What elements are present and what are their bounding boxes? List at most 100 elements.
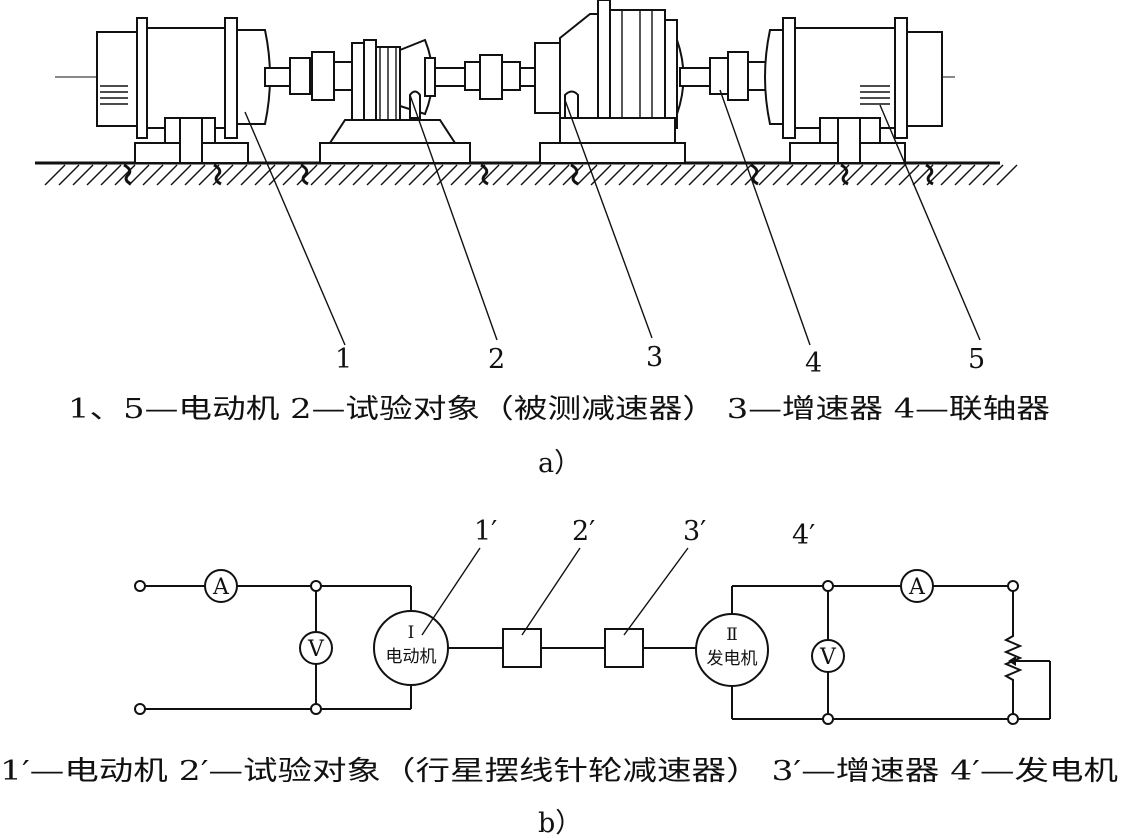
- hatch-line: [618, 164, 640, 186]
- callout-5: 5: [968, 344, 985, 375]
- hatch-line: [800, 164, 822, 186]
- anchor-bolt: [123, 163, 132, 186]
- hatch-line: [128, 164, 150, 186]
- hatch-line: [856, 164, 878, 186]
- callout-1: 1: [335, 344, 352, 375]
- hatch-line: [366, 164, 388, 186]
- part-a-leader-lines: [244, 89, 981, 346]
- ammeter-right: [900, 569, 934, 603]
- hatch-line: [58, 164, 80, 186]
- hatch-line: [408, 164, 430, 186]
- motor-label: 电动机: [386, 647, 437, 667]
- voltmeter-left: [299, 631, 333, 665]
- junction-node: [310, 703, 322, 715]
- hatch-line: [394, 164, 416, 186]
- callout-4-prime: 4′: [792, 520, 815, 551]
- hatch-line: [170, 164, 192, 186]
- hatch-line: [422, 164, 444, 186]
- hatch-line: [534, 164, 556, 186]
- hatch-line: [954, 164, 976, 186]
- hatch-line: [142, 164, 164, 186]
- part-a-sublabel: a）: [538, 448, 581, 479]
- junction-node: [822, 580, 834, 592]
- motor-1-drawing: [96, 17, 271, 164]
- part-a-rig-drawing: [35, 0, 1018, 346]
- callout-2-prime: 2′: [572, 516, 595, 547]
- part-b-caption: 1′—电动机 2′—试验对象（行星摆线针轮减速器） 3′—增速器 4′—发电机: [0, 756, 1118, 787]
- callout-3-prime: 3′: [683, 516, 706, 547]
- hatch-line: [758, 164, 780, 186]
- hatch-line: [968, 164, 990, 186]
- hatch-line: [632, 164, 654, 186]
- hatch-line: [716, 164, 738, 186]
- generator-roman-numeral: Ⅱ: [726, 625, 738, 645]
- hatch-line: [324, 164, 346, 186]
- hatch-line: [156, 164, 178, 186]
- hatch-line: [240, 164, 262, 186]
- ammeter-left: [204, 569, 238, 603]
- junction-node: [310, 580, 322, 592]
- callout-2: 2: [488, 344, 505, 375]
- anchor-bolt: [480, 163, 489, 186]
- hatch-line: [674, 164, 696, 186]
- hatch-line: [982, 164, 1004, 186]
- supply-terminal-bottom: [134, 703, 146, 715]
- ammeter-left-symbol: A: [212, 575, 230, 600]
- junction-node: [822, 713, 834, 725]
- part-b-leader-lines: [421, 547, 689, 636]
- part-b-circuit: A V Ⅰ 电动机 Ⅱ 发电机: [134, 547, 1051, 725]
- supply-terminal-top: [134, 580, 146, 592]
- right-circuit-wires: [731, 585, 1051, 720]
- anchor-bolt: [300, 163, 309, 186]
- junction-node: [1007, 713, 1019, 725]
- hatch-line: [786, 164, 808, 186]
- hatch-line: [576, 164, 598, 186]
- hatch-line: [772, 164, 794, 186]
- junction-node: [1007, 580, 1019, 592]
- hatch-line: [814, 164, 836, 186]
- hatch-line: [226, 164, 248, 186]
- motor-roman-numeral: Ⅰ: [408, 623, 415, 643]
- hatch-line: [884, 164, 906, 186]
- hatch-line: [464, 164, 486, 186]
- hatch-line: [898, 164, 920, 186]
- hatch-line: [604, 164, 626, 186]
- hatch-line: [114, 164, 136, 186]
- hatch-line: [72, 164, 94, 186]
- hatch-line: [254, 164, 276, 186]
- hatch-line: [100, 164, 122, 186]
- voltmeter-left-symbol: V: [307, 637, 325, 662]
- hatch-line: [44, 164, 66, 186]
- speed-increaser-3-drawing: [534, 0, 686, 164]
- reducer-2-drawing: [319, 38, 471, 164]
- hatch-line: [660, 164, 682, 186]
- hatch-line: [450, 164, 472, 186]
- callout-1-prime: 1′: [474, 516, 497, 547]
- voltmeter-right: [811, 639, 845, 673]
- callout-3: 3: [646, 342, 663, 373]
- anchor-bolt: [750, 163, 759, 186]
- hatch-line: [996, 164, 1018, 186]
- hatch-line: [268, 164, 290, 186]
- test-object-box-2: [502, 628, 542, 668]
- part-a-caption: 1、5—电动机 2—试验对象（被测减速器） 3—增速器 4—联轴器: [68, 394, 1050, 425]
- hatch-line: [520, 164, 542, 186]
- hatch-line: [492, 164, 514, 186]
- callout-4: 4: [805, 348, 822, 379]
- voltmeter-right-symbol: V: [819, 645, 837, 670]
- hatch-line: [548, 164, 570, 186]
- anchor-bolt: [213, 163, 222, 186]
- hatch-line: [506, 164, 528, 186]
- rheostat-load: [1003, 630, 1023, 685]
- motor-5-drawing: [764, 17, 943, 164]
- hatch-line: [352, 164, 374, 186]
- ammeter-right-symbol: A: [908, 575, 926, 600]
- hatch-line: [688, 164, 710, 186]
- hatch-line: [870, 164, 892, 186]
- ground-hatching: [44, 164, 1018, 186]
- hatch-line: [380, 164, 402, 186]
- part-b-sublabel: b）: [538, 808, 582, 838]
- hatch-line: [940, 164, 962, 186]
- speed-increaser-box-3: [604, 628, 644, 668]
